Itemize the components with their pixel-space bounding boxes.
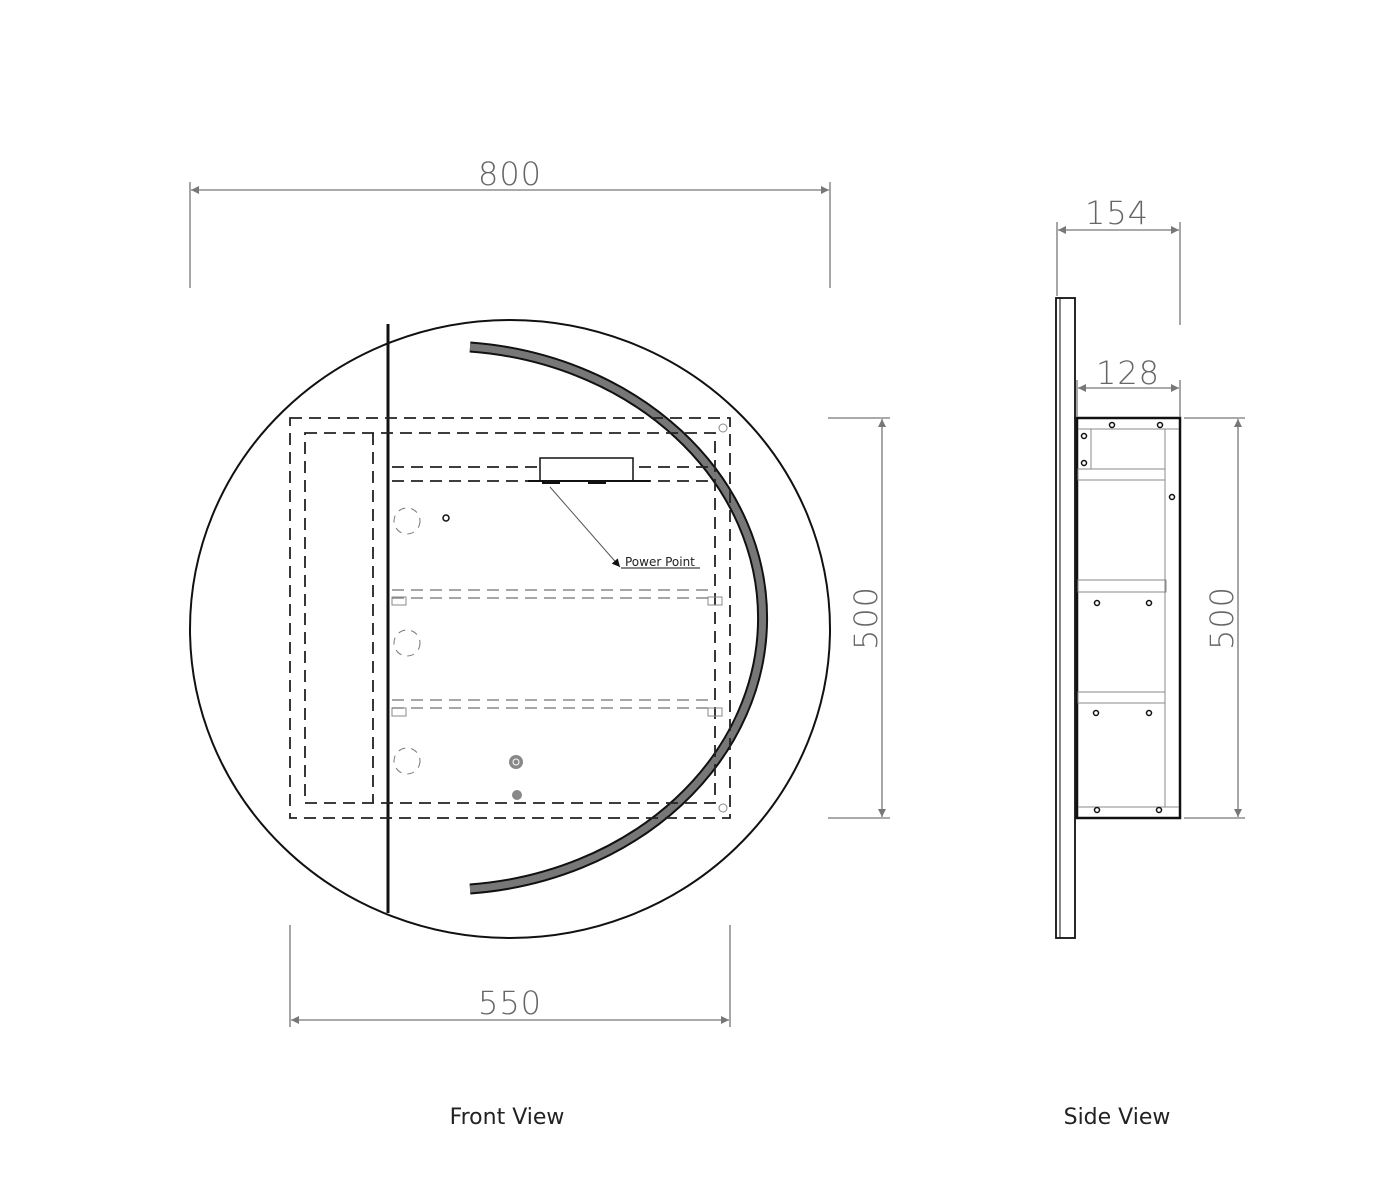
svg-text:800: 800 <box>478 155 542 193</box>
side-view: 154 128 500 Side View <box>1055 194 1245 1130</box>
svg-text:154: 154 <box>1085 194 1149 232</box>
dimension-cabinet-width: 550 <box>289 925 731 1027</box>
front-view: Power Point 800 500 550 Front View <box>189 155 890 1130</box>
hinge-icon <box>393 747 421 775</box>
power-button-icon <box>509 755 523 769</box>
mirror-outline <box>189 319 831 939</box>
svg-text:500: 500 <box>847 586 885 650</box>
hinge-icon <box>393 507 421 535</box>
svg-text:550: 550 <box>478 984 542 1022</box>
power-point: Power Point <box>528 457 700 569</box>
dimension-side-cabinet-depth: 128 <box>1076 354 1181 417</box>
mirror-side <box>1055 297 1076 939</box>
hidden-cabinet <box>289 417 731 819</box>
front-view-label: Front View <box>450 1105 565 1130</box>
dimension-front-height: 500 <box>828 417 890 819</box>
hinge-icon <box>393 629 421 657</box>
cabinet-side <box>1075 416 1182 820</box>
side-view-label: Side View <box>1064 1105 1171 1130</box>
demister-icon <box>512 790 522 800</box>
dimension-overall-width: 800 <box>189 155 831 288</box>
dimension-side-total-depth: 154 <box>1056 194 1181 325</box>
svg-text:128: 128 <box>1096 354 1160 392</box>
svg-text:500: 500 <box>1203 586 1241 650</box>
power-point-label: Power Point <box>625 555 695 569</box>
dimension-side-height: 500 <box>1184 417 1245 819</box>
